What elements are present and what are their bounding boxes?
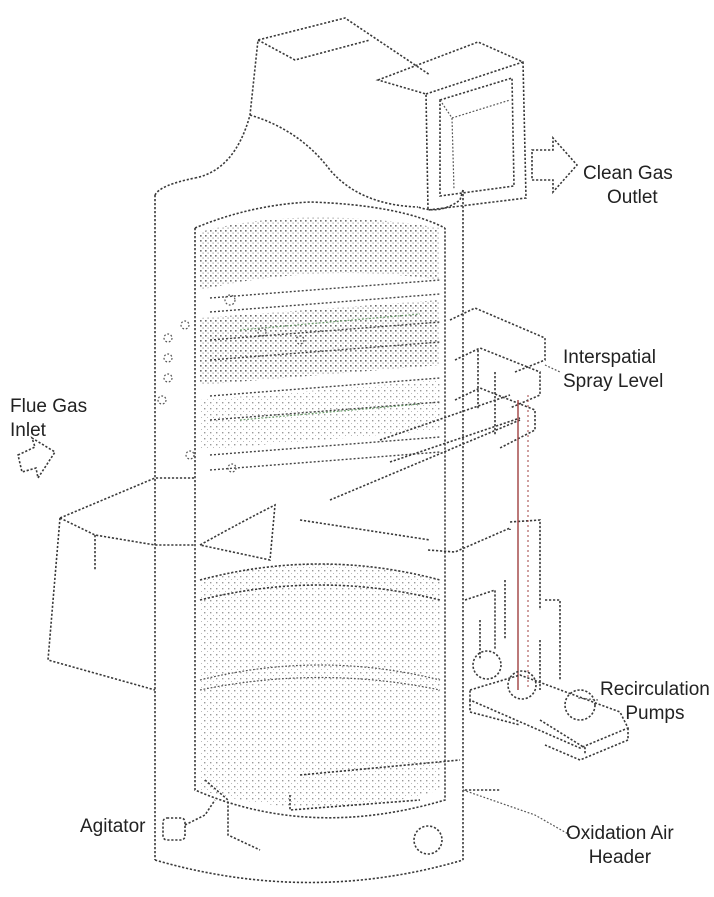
leader-lines bbox=[462, 364, 599, 836]
label-interspatial-line-2: Spray Level bbox=[563, 371, 664, 392]
outlet-duct bbox=[375, 41, 527, 211]
label-recirculation-pumps: Recirculation Pumps bbox=[600, 678, 710, 726]
label-flue-gas-inlet: Flue Gas Inlet bbox=[10, 395, 87, 443]
inlet-duct bbox=[47, 477, 276, 691]
label-interspatial-line-1: Interspatial bbox=[563, 347, 656, 368]
outlet-hood bbox=[194, 17, 464, 211]
vessel-shell bbox=[154, 177, 464, 884]
recirculation-pump-group bbox=[469, 650, 630, 761]
label-flue-gas-line-1: Flue Gas bbox=[10, 396, 88, 417]
label-flue-gas-line-2: Inlet bbox=[10, 420, 46, 441]
pump-risers bbox=[464, 395, 561, 690]
label-recirculation-line-2: Pumps bbox=[625, 703, 685, 724]
label-oxidation-air-line-2: Header bbox=[588, 847, 652, 868]
label-clean-gas-outlet: Clean Gas Outlet bbox=[583, 162, 673, 210]
spray-headers bbox=[299, 307, 546, 610]
agitator-symbol bbox=[162, 799, 216, 841]
reaction-tank bbox=[199, 563, 441, 808]
label-recirculation-line-1: Recirculation bbox=[600, 679, 710, 700]
spray-grid bbox=[157, 217, 441, 473]
label-oxidation-air-line-1: Oxidation Air bbox=[566, 823, 674, 844]
flue-gas-arrow bbox=[17, 436, 57, 481]
label-clean-gas-line-2: Outlet bbox=[607, 187, 658, 208]
label-oxidation-air-header: Oxidation Air Header bbox=[566, 822, 674, 870]
bottom-piping bbox=[204, 759, 500, 855]
label-interspatial-spray-level: Interspatial Spray Level bbox=[563, 346, 663, 394]
clean-gas-arrow bbox=[531, 135, 579, 195]
label-clean-gas-line-1: Clean Gas bbox=[583, 163, 673, 184]
inner-column bbox=[194, 201, 446, 819]
label-agitator: Agitator bbox=[80, 816, 146, 837]
